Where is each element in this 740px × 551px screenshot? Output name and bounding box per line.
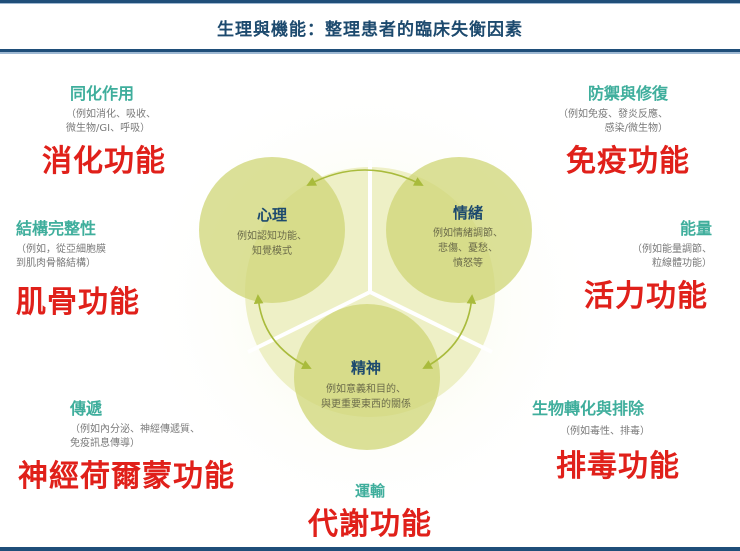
circle-spirit [294, 304, 440, 450]
arrow-psychology-spirit [253, 294, 312, 370]
factor-top-right: 防禦與修復 （例如免疫、發炎反應、 感染/微生物） 免疫功能 [520, 80, 696, 180]
factor-middle-left: 結構完整性 （例如，從亞細胞膜 到肌肉骨骼結構） 肌骨功能 [16, 215, 196, 321]
page-title: 生理與機能：整理患者的臨床失衡因素 [217, 20, 523, 40]
circle-title-emotion: 情緒 [452, 204, 483, 222]
factor-bottom-center: 運輸 代謝功能 [270, 480, 470, 543]
factor-detail: （例如毒性、排毒） [560, 426, 650, 437]
circle-desc-spirit: 例如意義和目的、 與更重要東西的關係 [321, 384, 411, 410]
factor-function: 活力功能 [584, 279, 708, 314]
circle-emotion [386, 157, 532, 303]
factor-detail: （例如內分泌、神經傳遞質、 免疫訊息傳導） [70, 424, 200, 449]
factor-function: 代謝功能 [308, 507, 432, 542]
circle-title-psychology: 心理 [256, 206, 287, 224]
factor-bottom-left: 傳遞 （例如內分泌、神經傳遞質、 免疫訊息傳導） 神經荷爾蒙功能 [18, 395, 278, 495]
arrow-psychology-emotion [306, 169, 424, 186]
circle-desc-emotion: 例如情緒調節、 悲傷、憂愁、 憤怒等 [433, 228, 503, 269]
factor-heading: 運輸 [354, 482, 385, 500]
bottom-rule [0, 547, 740, 551]
factor-detail: （例如免疫、發炎反應、 感染/微生物） [558, 109, 668, 134]
factor-top-left: 同化作用 （例如消化、吸收、 微生物/GI、呼吸） 消化功能 [42, 80, 212, 180]
factor-function: 排毒功能 [556, 449, 680, 484]
factor-bottom-right: 生物轉化與排除 （例如毒性、排毒） 排毒功能 [532, 395, 732, 485]
factor-function: 免疫功能 [566, 144, 690, 179]
arrow-emotion-spirit [422, 294, 477, 369]
circle-desc-psychology: 例如認知功能、 知覺模式 [237, 231, 307, 257]
factor-heading: 傳遞 [70, 399, 103, 418]
factor-heading: 防禦與修復 [587, 84, 668, 103]
top-rule-thick [0, 0, 740, 3]
factor-heading: 同化作用 [70, 84, 135, 103]
factor-heading: 結構完整性 [16, 219, 97, 238]
circle-psychology [199, 157, 345, 303]
factor-detail: （例如能量調節、 粒線體功能） [632, 244, 712, 269]
factor-function: 肌骨功能 [16, 285, 140, 320]
header-rule-thin [0, 52, 740, 54]
factor-detail: （例如消化、吸收、 微生物/GI、呼吸） [66, 109, 156, 134]
header-rule-thick [0, 49, 740, 52]
factor-heading: 能量 [679, 219, 712, 238]
factor-function: 神經荷爾蒙功能 [18, 459, 235, 494]
factor-function: 消化功能 [42, 144, 166, 179]
top-rule-thin [0, 3, 740, 4]
factor-middle-right: 能量 （例如能量調節、 粒線體功能） 活力功能 [540, 215, 712, 315]
factor-heading: 生物轉化與排除 [532, 399, 645, 418]
factor-detail: （例如，從亞細胞膜 到肌肉骨骼結構） [16, 244, 106, 269]
circle-title-spirit: 精神 [350, 359, 381, 377]
